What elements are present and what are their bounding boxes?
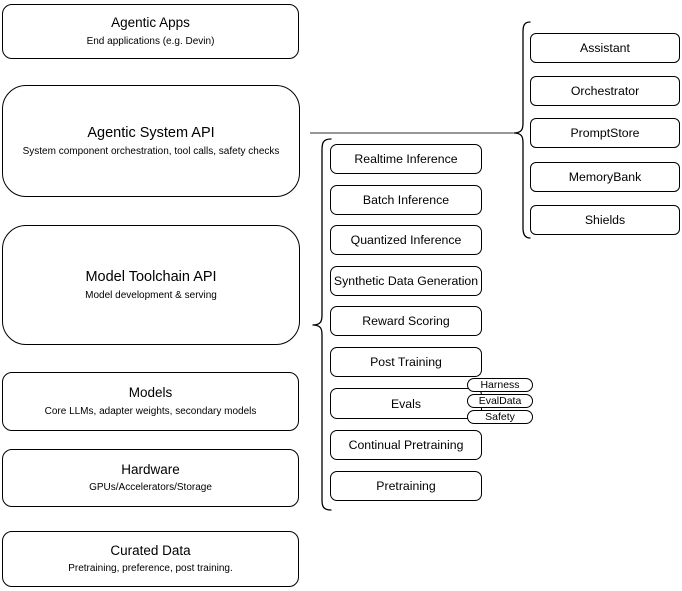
box-reward-scoring: Reward Scoring: [330, 306, 482, 336]
memorybank-label: MemoryBank: [568, 170, 642, 184]
box-realtime-inference: Realtime Inference: [330, 144, 482, 174]
orchestrator-label: Orchestrator: [570, 84, 640, 98]
reward-scoring-label: Reward Scoring: [362, 314, 450, 328]
box-hardware: Hardware GPUs/Accelerators/Storage: [2, 449, 299, 507]
box-agentic-system-api: Agentic System API System component orch…: [2, 85, 300, 197]
box-continual-pretraining: Continual Pretraining: [330, 430, 482, 460]
models-subtitle: Core LLMs, adapter weights, secondary mo…: [44, 405, 257, 417]
realtime-inference-label: Realtime Inference: [354, 152, 458, 166]
agentic-apps-title: Agentic Apps: [111, 15, 190, 31]
box-post-training: Post Training: [330, 347, 482, 377]
pill-harness: Harness: [467, 378, 533, 392]
models-title: Models: [128, 385, 173, 401]
post-training-label: Post Training: [370, 355, 442, 369]
box-assistant: Assistant: [530, 33, 680, 63]
agentic-system-api-subtitle: System component orchestration, tool cal…: [22, 146, 280, 158]
curated-data-subtitle: Pretraining, preference, post training.: [68, 563, 233, 575]
shields-label: Shields: [584, 213, 626, 227]
curated-data-title: Curated Data: [110, 542, 191, 558]
pretraining-label: Pretraining: [376, 479, 436, 493]
harness-label: Harness: [480, 379, 520, 391]
box-model-toolchain-api: Model Toolchain API Model development & …: [2, 225, 300, 345]
box-pretraining: Pretraining: [330, 471, 482, 501]
box-curated-data: Curated Data Pretraining, preference, po…: [2, 531, 299, 587]
box-quantized-inference: Quantized Inference: [330, 225, 482, 255]
box-evals: Evals: [330, 388, 482, 419]
hardware-subtitle: GPUs/Accelerators/Storage: [89, 482, 212, 494]
box-memorybank: MemoryBank: [530, 162, 680, 192]
box-promptstore: PromptStore: [530, 118, 680, 148]
box-batch-inference: Batch Inference: [330, 185, 482, 215]
box-models: Models Core LLMs, adapter weights, secon…: [2, 372, 299, 431]
pill-safety: Safety: [467, 410, 533, 424]
quantized-inference-label: Quantized Inference: [350, 233, 462, 247]
model-toolchain-api-title: Model Toolchain API: [85, 268, 217, 285]
synthetic-data-generation-label: Synthetic Data Generation: [333, 274, 479, 288]
box-agentic-apps: Agentic Apps End applications (e.g. Devi…: [2, 4, 299, 59]
assistant-label: Assistant: [580, 41, 630, 55]
evals-label: Evals: [390, 396, 422, 411]
batch-inference-label: Batch Inference: [362, 193, 450, 207]
pill-evaldata: EvalData: [467, 394, 533, 408]
agentic-system-api-title: Agentic System API: [87, 124, 215, 141]
box-shields: Shields: [530, 205, 680, 235]
hardware-title: Hardware: [121, 461, 180, 477]
box-orchestrator: Orchestrator: [530, 76, 680, 106]
continual-pretraining-label: Continual Pretraining: [348, 438, 464, 452]
box-synthetic-data-generation: Synthetic Data Generation: [330, 266, 482, 296]
evaldata-label: EvalData: [478, 395, 522, 407]
model-toolchain-api-subtitle: Model development & serving: [85, 290, 217, 302]
safety-label: Safety: [485, 411, 515, 423]
promptstore-label: PromptStore: [570, 126, 640, 140]
agentic-apps-subtitle: End applications (e.g. Devin): [86, 35, 215, 47]
